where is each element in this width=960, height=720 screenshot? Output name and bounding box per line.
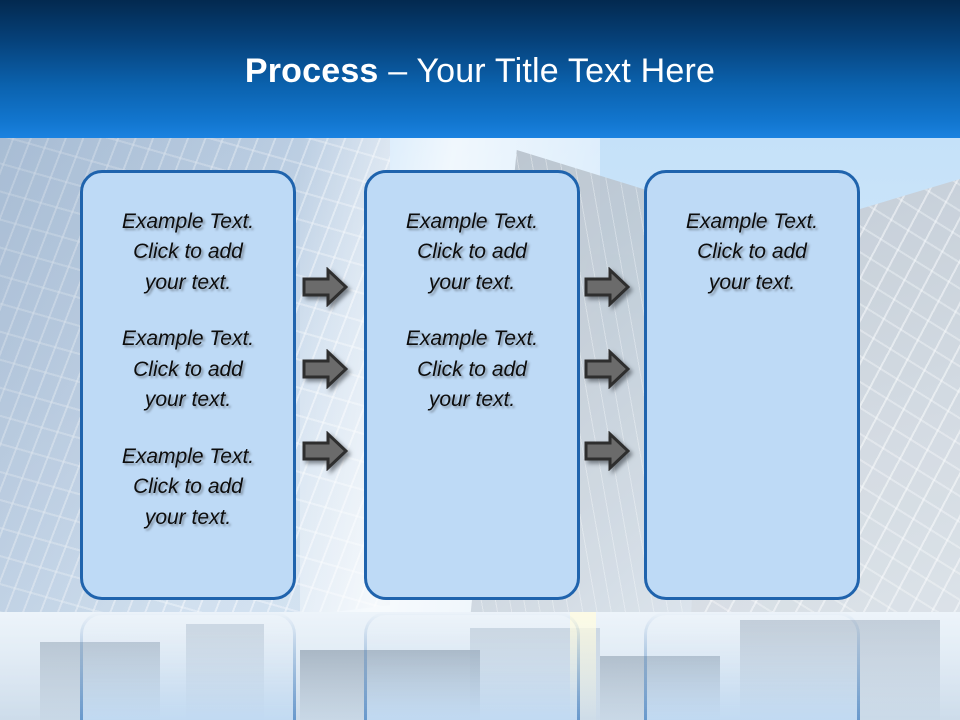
process-box-2-paragraph-1[interactable]: Example Text. Click to add your text. bbox=[405, 210, 539, 294]
title-banner: Process – Your Title Text Here bbox=[0, 0, 960, 138]
process-box-3-paragraph-1[interactable]: Example Text. Click to add your text. bbox=[685, 210, 819, 294]
right-arrow-icon bbox=[302, 349, 348, 389]
process-box-1-paragraph-1[interactable]: Example Text. Click to add your text. bbox=[121, 210, 255, 294]
process-box-1-reflection bbox=[80, 612, 296, 720]
page-title: Process – Your Title Text Here bbox=[245, 54, 715, 88]
process-box-1-paragraph-2[interactable]: Example Text. Click to add your text. bbox=[121, 327, 255, 412]
page-title-emphasis: Process bbox=[244, 52, 379, 90]
process-box-2-paragraph-2[interactable]: Example Text. Click to add your text. bbox=[405, 327, 539, 412]
right-arrow-icon bbox=[584, 349, 630, 389]
right-arrow-icon bbox=[302, 267, 348, 307]
process-box-1[interactable]: Example Text. Click to add your text. Ex… bbox=[80, 170, 296, 600]
right-arrow-icon bbox=[584, 267, 630, 307]
right-arrow-icon bbox=[302, 431, 348, 471]
process-box-2[interactable]: Example Text. Click to add your text. Ex… bbox=[364, 170, 580, 600]
process-box-3[interactable]: Example Text. Click to add your text. bbox=[644, 170, 860, 600]
process-box-3-reflection bbox=[644, 612, 860, 720]
process-box-1-paragraph-3[interactable]: Example Text. Click to add your text. bbox=[121, 444, 255, 529]
right-arrow-icon bbox=[584, 431, 630, 471]
process-box-2-reflection bbox=[364, 612, 580, 720]
page-title-remainder: – Your Title Text Here bbox=[378, 52, 716, 90]
